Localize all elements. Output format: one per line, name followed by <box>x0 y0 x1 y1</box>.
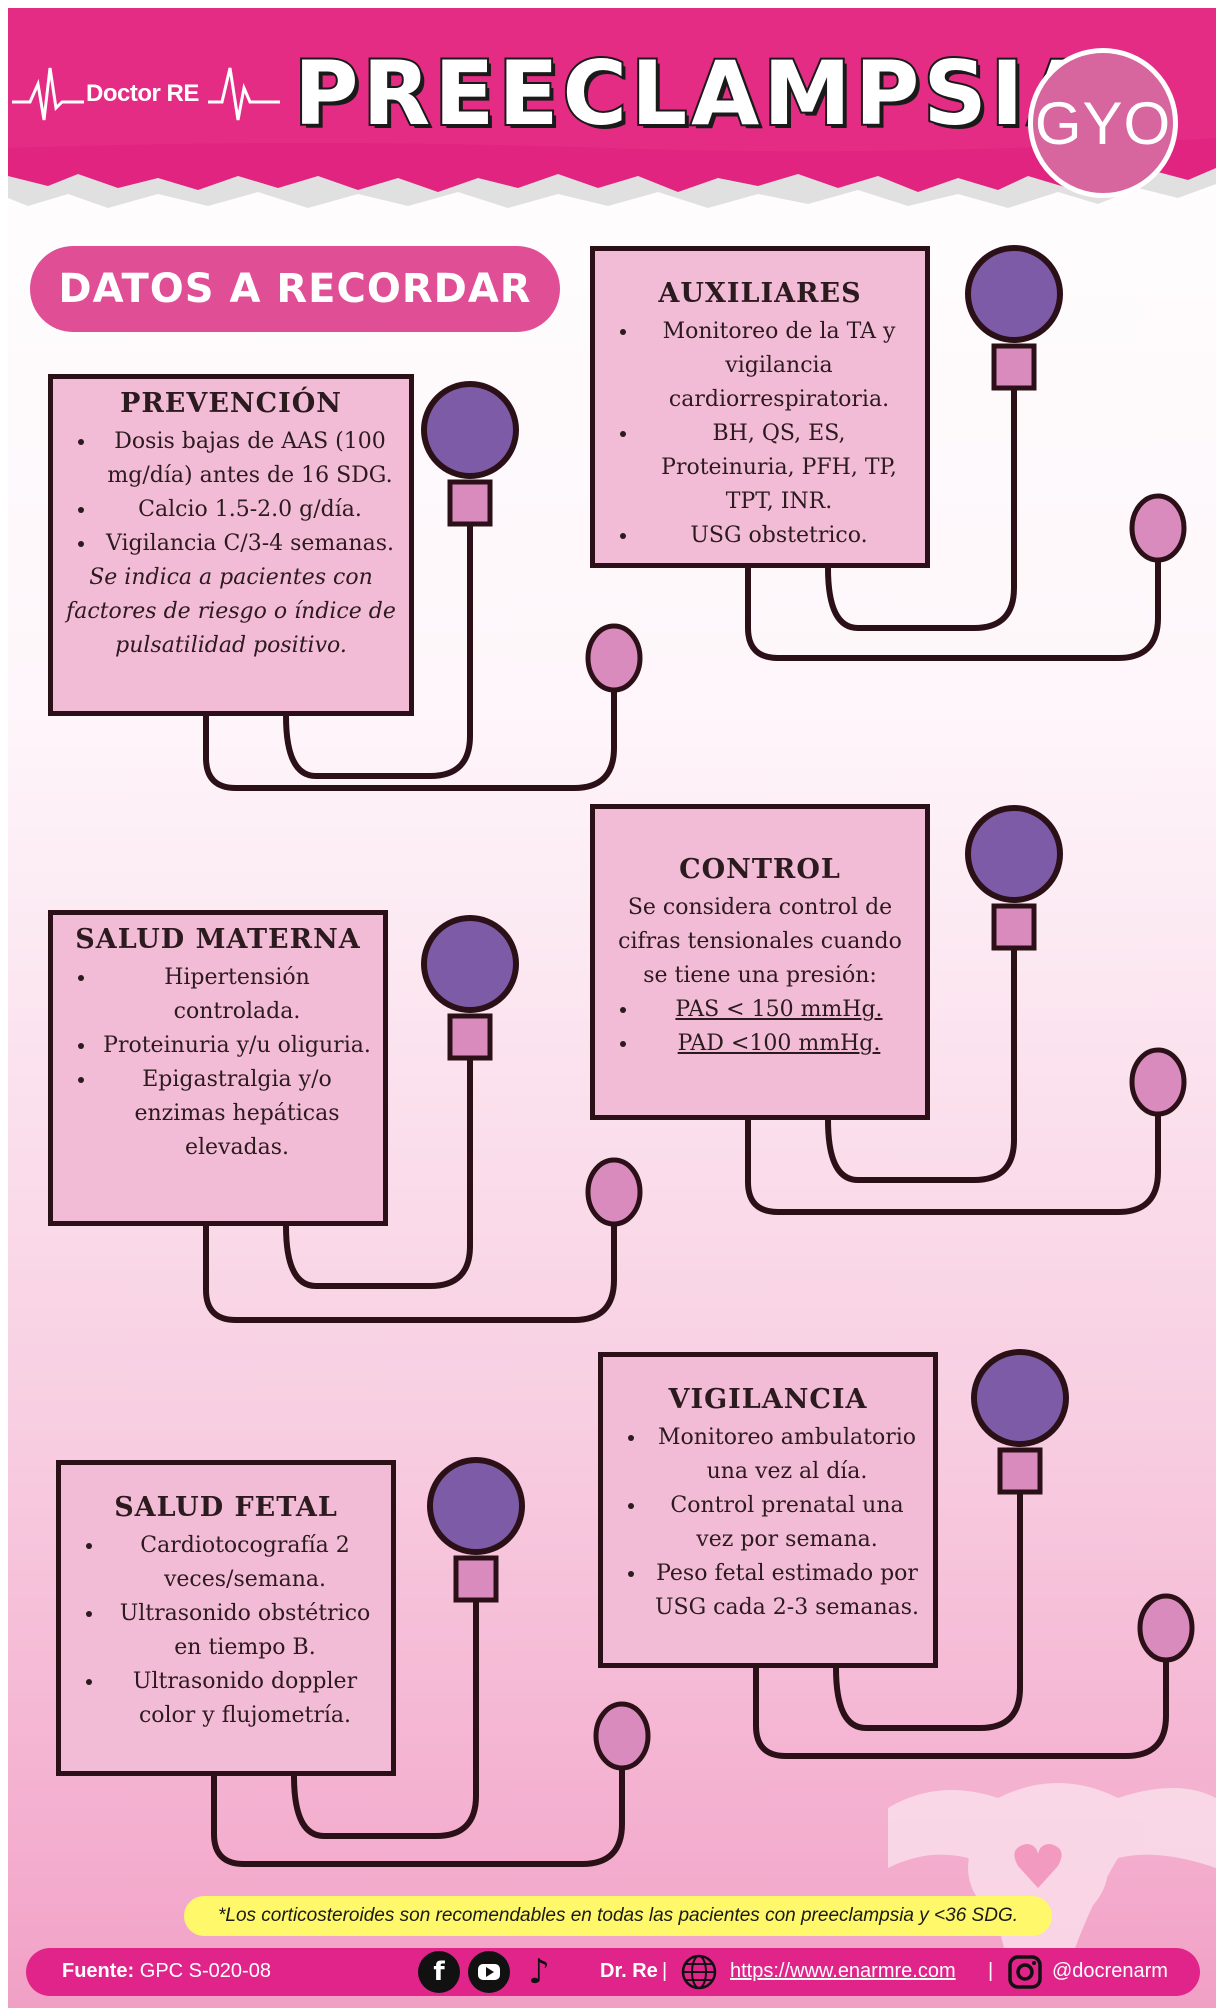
list-item: Control prenatal una vez por semana. <box>647 1489 923 1557</box>
source-label: Fuente: <box>62 1960 135 1982</box>
page-title: PREECLAMPSIA <box>292 40 1100 147</box>
card-auxiliares: AUXILIARES Monitoreo de la TA y vigilanc… <box>590 246 930 568</box>
instagram-icon[interactable] <box>1004 1951 1046 1993</box>
header: Doctor RE PREECLAMPSIA GYO <box>8 8 1216 208</box>
card-title: SALUD FETAL <box>114 1492 338 1523</box>
card-salud-materna: SALUD MATERNA Hipertensión controlada. P… <box>48 910 388 1226</box>
list-item: Proteinuria y/u oliguria. <box>97 1029 373 1063</box>
logo-text: Doctor RE <box>86 80 199 107</box>
heartbeat-line-left <box>12 67 84 121</box>
list-item: Monitoreo ambulatorio una vez al día. <box>647 1421 923 1489</box>
card-salud-fetal: SALUD FETAL Cardiotocografía 2 veces/sem… <box>56 1460 396 1776</box>
list-item: PAS < 150 mmHg. <box>639 993 915 1027</box>
card-title: VIGILANCIA <box>668 1384 868 1415</box>
facebook-icon[interactable]: f <box>418 1951 460 1993</box>
uterus-watermark <box>888 1783 1216 1968</box>
list-item: Dosis bajas de AAS (100 mg/día) antes de… <box>97 425 399 493</box>
heartbeat-line-right <box>208 67 280 121</box>
card-title: CONTROL <box>679 854 841 885</box>
card-list: PAS < 150 mmHg. PAD <100 mmHg. <box>605 993 915 1061</box>
list-item: USG obstetrico. <box>639 519 915 553</box>
separator: | <box>662 1960 668 1982</box>
list-item: BH, QS, ES, Proteinuria, PFH, TP, TPT, I… <box>639 417 915 519</box>
list-item: Monitoreo de la TA y vigilancia cardiorr… <box>639 315 915 417</box>
header-band-light <box>8 8 1216 152</box>
card-list: Cardiotocografía 2 veces/semana. Ultraso… <box>71 1529 381 1733</box>
card-list: Monitoreo ambulatorio una vez al día. Co… <box>613 1421 923 1625</box>
footer-bar: Fuente: GPC S-020-08 f ♪ Dr. Re | https:… <box>26 1948 1200 1996</box>
card-prevencion: PREVENCIÓN Dosis bajas de AAS (100 mg/dí… <box>48 374 414 716</box>
card-list: Hipertensión controlada. Proteinuria y/u… <box>63 961 373 1165</box>
card-note: Se indica a pacientes con factores de ri… <box>66 565 396 658</box>
list-item: Hipertensión controlada. <box>97 961 373 1029</box>
youtube-icon[interactable] <box>468 1951 510 1993</box>
source: Fuente: GPC S-020-08 <box>62 1960 271 1983</box>
tiktok-icon[interactable]: ♪ <box>528 1952 550 1992</box>
source-value: GPC S-020-08 <box>139 1960 271 1982</box>
instagram-handle[interactable]: @docrenarm <box>1052 1960 1168 1982</box>
website-link[interactable]: https://www.enarmre.com <box>730 1960 956 1982</box>
list-item: Peso fetal estimado por USG cada 2-3 sem… <box>647 1557 923 1625</box>
card-control: CONTROL Se considera control de cifras t… <box>590 804 930 1120</box>
card-list: Dosis bajas de AAS (100 mg/día) antes de… <box>63 425 399 561</box>
heart-icon <box>1014 1844 1062 1888</box>
card-title: PREVENCIÓN <box>120 388 342 419</box>
decorations <box>8 8 1216 1968</box>
infographic: Doctor RE PREECLAMPSIA GYO DATOS A RECOR… <box>8 8 1216 2008</box>
list-item: PAD <100 mmHg. <box>639 1027 915 1061</box>
list-item: Cardiotocografía 2 veces/semana. <box>105 1529 381 1597</box>
card-intro: Se considera control de cifras tensional… <box>618 895 902 988</box>
globe-icon <box>678 1951 720 1993</box>
brand-name: Dr. Re <box>600 1960 658 1982</box>
list-item: Vigilancia C/3-4 semanas. <box>97 527 399 561</box>
card-title: SALUD MATERNA <box>75 924 361 955</box>
card-list: Monitoreo de la TA y vigilancia cardiorr… <box>605 315 915 553</box>
list-item: Epigastralgia y/o enzimas hepáticas elev… <box>97 1063 373 1165</box>
card-title: AUXILIARES <box>658 278 862 309</box>
gyo-badge: GYO <box>1028 48 1178 198</box>
list-item: Calcio 1.5-2.0 g/día. <box>97 493 399 527</box>
list-item: Ultrasonido doppler color y flujometría. <box>105 1665 381 1733</box>
card-vigilancia: VIGILANCIA Monitoreo ambulatorio una vez… <box>598 1352 938 1668</box>
separator: | <box>988 1960 994 1982</box>
disclaimer-note: *Los corticosteroides son recomendables … <box>184 1896 1052 1936</box>
section-label: DATOS A RECORDAR <box>30 246 560 332</box>
list-item: Ultrasonido obstétrico en tiempo B. <box>105 1597 381 1665</box>
